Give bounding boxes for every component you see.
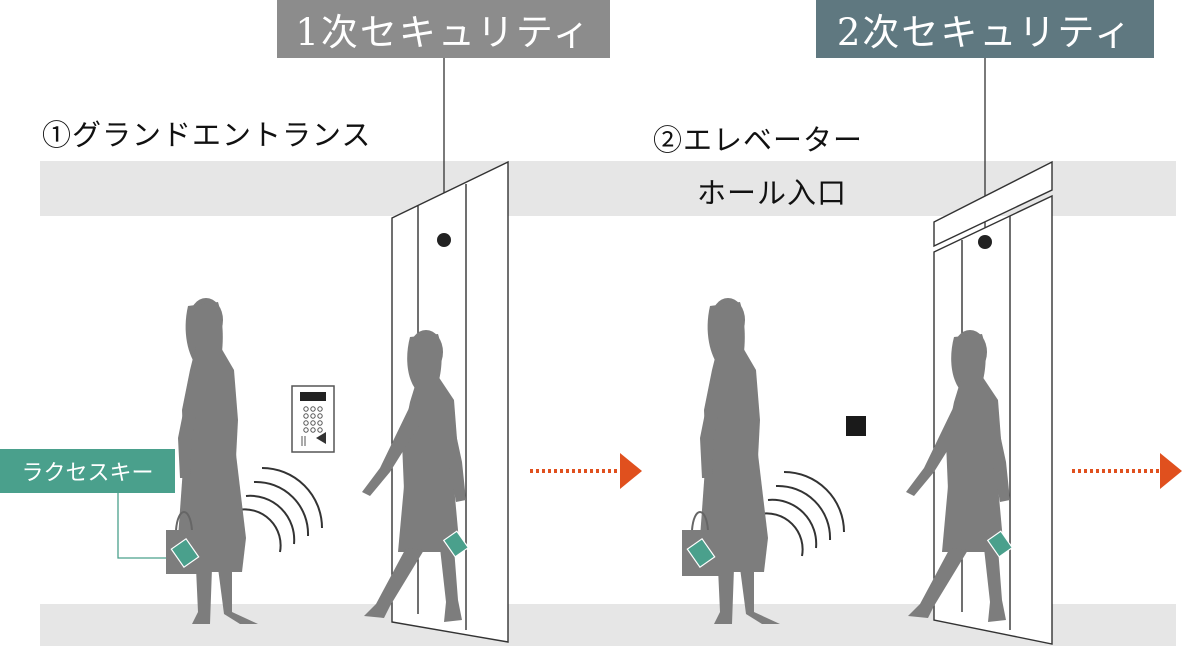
secondary-security-title: 2次セキュリティ [836, 11, 1134, 54]
secondary-security-point [978, 235, 992, 249]
signal-wave-icon [237, 467, 323, 553]
arrow-right-icon [530, 453, 642, 489]
arrow-right-icon [1072, 453, 1182, 489]
intercom-panel-icon [291, 385, 335, 453]
entrance-label: ①グランドエントランス [42, 118, 372, 152]
primary-security-point [437, 233, 451, 247]
key-card-icon [442, 530, 470, 558]
key-card-icon [986, 530, 1014, 558]
key-card-icon [686, 537, 716, 569]
primary-security-title: 1次セキュリティ [295, 11, 592, 54]
primary-security-badge [277, 0, 610, 58]
secondary-security-badge [816, 0, 1154, 58]
person-icon [178, 298, 258, 624]
key-label-leader-line [117, 493, 166, 559]
elevator-hall-label-line1: ②エレベーター [653, 123, 864, 157]
key-card-label: ラクセスキー [21, 461, 154, 486]
key-label-badge [0, 449, 175, 493]
signal-wave-icon [759, 471, 845, 557]
elevator-hall-label-line2: ホール入口 [697, 176, 848, 210]
card-reader-icon [846, 416, 866, 436]
key-card-icon [170, 537, 200, 569]
